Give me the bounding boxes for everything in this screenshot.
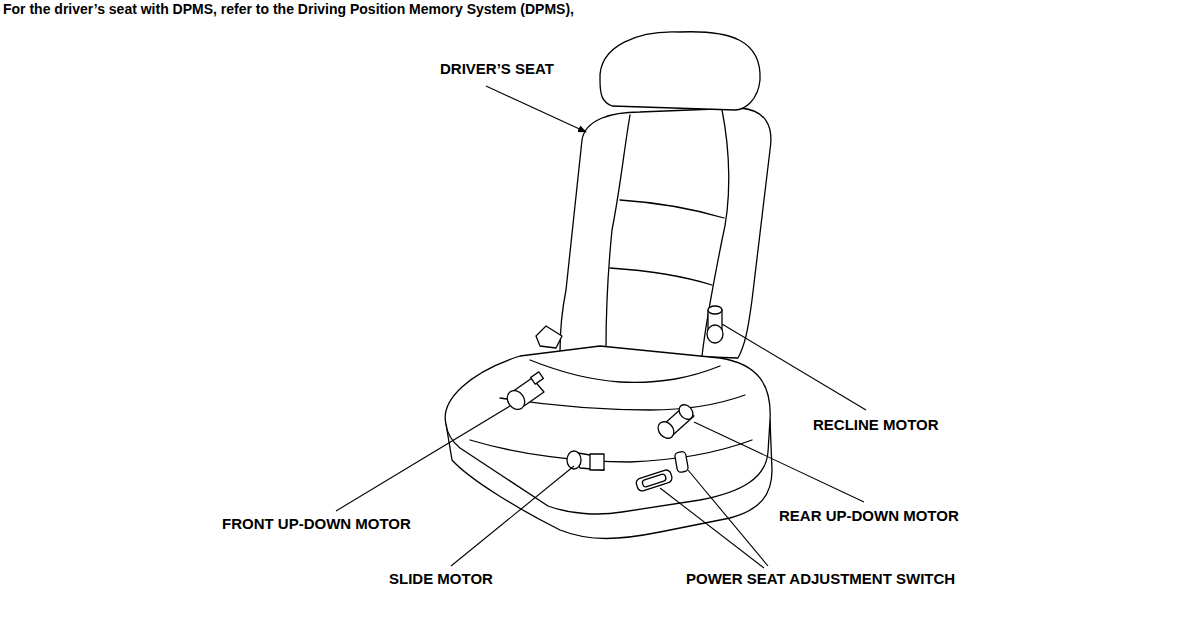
part-label: RECLINE MOTOR — [813, 416, 939, 434]
power-seat-switch-slide — [635, 469, 673, 492]
leader-line — [336, 406, 510, 511]
leader-line — [660, 488, 764, 568]
part-label: SLIDE MOTOR — [389, 570, 493, 588]
seat-side-piece — [536, 326, 562, 348]
leader-line — [694, 422, 864, 502]
leader-lines — [336, 86, 866, 568]
leader-line — [688, 470, 768, 566]
leader-line — [451, 466, 574, 566]
page-note: For the driver’s seat with DPMS, refer t… — [3, 1, 574, 18]
part-label: POWER SEAT ADJUSTMENT SWITCH — [686, 570, 955, 588]
leader-line — [486, 86, 586, 132]
part-label: DRIVER’S SEAT — [440, 60, 554, 78]
part-label: FRONT UP-DOWN MOTOR — [222, 515, 411, 533]
part-label: REAR UP-DOWN MOTOR — [779, 507, 959, 525]
leader-line — [722, 324, 866, 410]
seat-headrest — [600, 32, 760, 110]
seat-backrest — [560, 108, 771, 358]
seat-cushion — [445, 346, 770, 514]
power-seat-switch-recline — [674, 451, 688, 473]
